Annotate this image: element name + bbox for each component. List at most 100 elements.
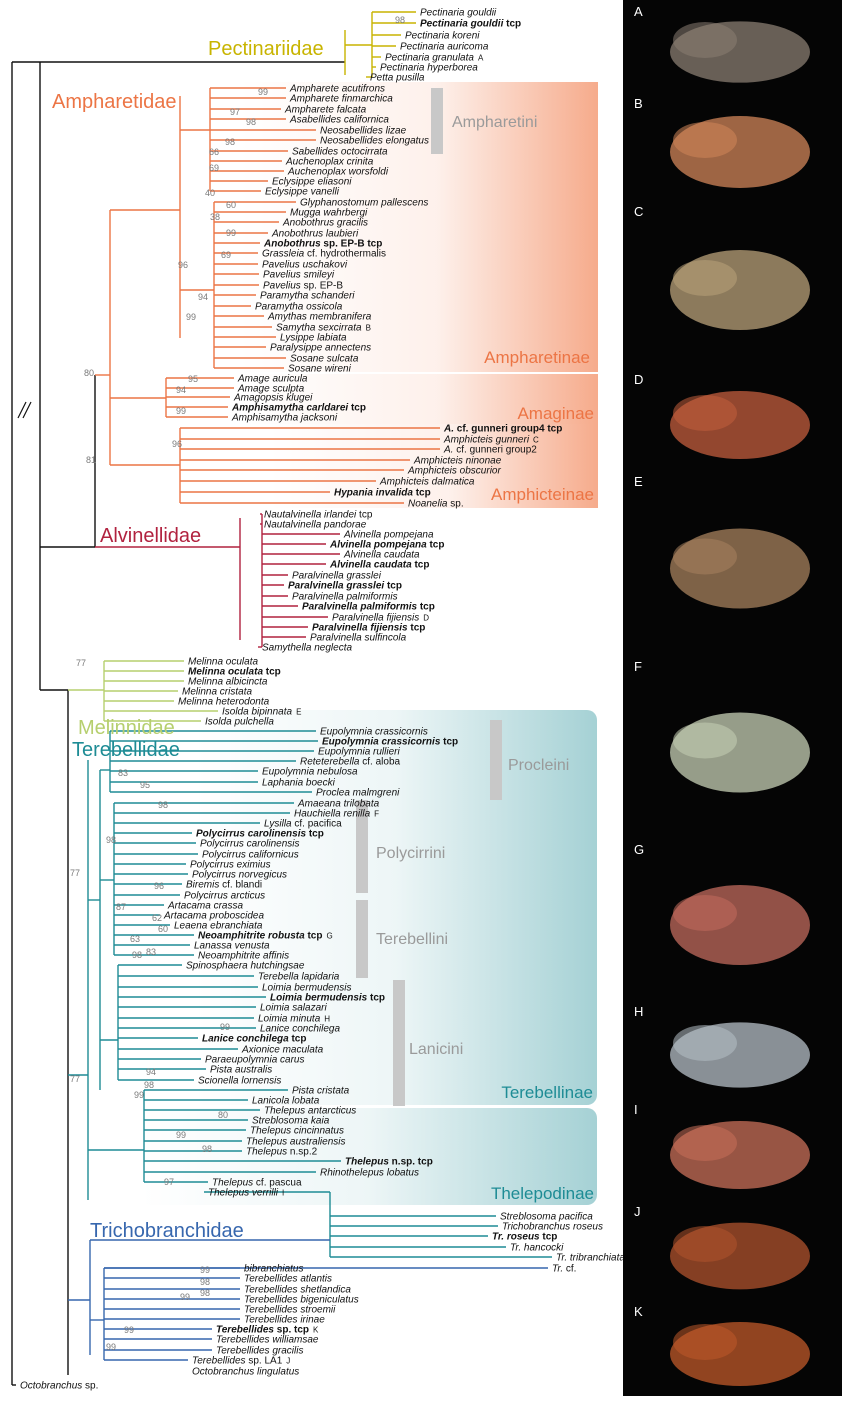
taxon-label: A. cf. gunneri group4 tcp bbox=[443, 424, 562, 435]
support-value: 97 bbox=[230, 107, 240, 117]
taxon-label: Terebellides williamsae bbox=[216, 1335, 319, 1346]
support-value: 60 bbox=[226, 200, 236, 210]
specimen-photo: B bbox=[623, 92, 842, 200]
taxon-label: Tr. cf. bbox=[552, 1264, 576, 1275]
taxon-label: Biremis cf. blandi bbox=[186, 880, 262, 891]
taxon-label: Amphicteis obscurior bbox=[407, 466, 501, 477]
support-value: 69 bbox=[221, 250, 231, 260]
support-value: 66 bbox=[209, 147, 219, 157]
support-value: 98 bbox=[395, 15, 405, 25]
taxon-label: Terebellides atlantis bbox=[244, 1274, 332, 1285]
taxon-label: Hypania invalida tcp bbox=[334, 488, 431, 499]
taxon-label: Scionella lornensis bbox=[198, 1076, 281, 1087]
family-label-melinnidae: Melinnidae bbox=[78, 717, 175, 739]
specimen-photo: D bbox=[623, 368, 842, 470]
photo-label: B bbox=[634, 96, 643, 111]
photo-label: H bbox=[634, 1004, 643, 1019]
subfamily-label: Terebellinae bbox=[501, 1083, 593, 1102]
support-value: 95 bbox=[140, 780, 150, 790]
tribe-label: Terebellini bbox=[376, 931, 448, 948]
support-value: 99 bbox=[176, 1130, 186, 1140]
taxon-label: Pectinaria koreni bbox=[405, 31, 480, 42]
support-value: 83 bbox=[146, 947, 156, 957]
taxon-label: Polycirrus carolinensis bbox=[200, 839, 299, 850]
taxon-label: Terebellides sp. LA1J bbox=[192, 1356, 290, 1367]
taxon-label: Samythella neglecta bbox=[262, 643, 352, 654]
support-value: 77 bbox=[70, 1074, 80, 1084]
specimen-photo: H bbox=[623, 1000, 842, 1098]
taxon-label: Paralvinella palmiformis tcp bbox=[302, 602, 435, 613]
taxon-label: Noanelia sp. bbox=[408, 499, 464, 510]
support-value: 97 bbox=[164, 1177, 174, 1187]
support-value: 95 bbox=[188, 374, 198, 384]
tribe-label: Polycirrini bbox=[376, 845, 445, 862]
tribe-label: Lanicini bbox=[409, 1041, 463, 1058]
taxon-label: Paralvinella grasslei tcp bbox=[288, 581, 402, 592]
photo-label: D bbox=[634, 372, 643, 387]
support-value: 60 bbox=[158, 924, 168, 934]
family-label-pectinariidae: Pectinariidae bbox=[208, 38, 324, 60]
support-value: 98 bbox=[144, 1080, 154, 1090]
taxon-label: Amythas membranifera bbox=[267, 312, 372, 323]
specimen-photo: I bbox=[623, 1098, 842, 1200]
taxon-label: Eclysippe vanelli bbox=[265, 187, 340, 198]
taxon-label: Lanice conchilega tcp bbox=[202, 1034, 306, 1045]
taxon-label: Pectinaria gouldii bbox=[420, 8, 497, 19]
support-value: 99 bbox=[186, 312, 196, 322]
taxon-label: Anobothrus gracilis bbox=[282, 218, 368, 229]
taxon-label: Thelepus n.sp. tcp bbox=[345, 1157, 433, 1168]
subfamily-label: Amaginae bbox=[517, 404, 594, 423]
tribe-label: Ampharetini bbox=[452, 114, 537, 131]
specimen-photo: F bbox=[623, 655, 842, 838]
procleini-bar bbox=[490, 720, 502, 800]
support-value: 99 bbox=[124, 1325, 134, 1335]
subfamily-label: Thelepodinae bbox=[491, 1184, 594, 1203]
family-label-alvinellidae: Alvinellidae bbox=[100, 525, 201, 547]
support-value: 69 bbox=[209, 163, 219, 173]
taxon-label: Thelepus verrilliI bbox=[208, 1188, 284, 1199]
photo-label: E bbox=[634, 474, 643, 489]
photo-label: K bbox=[634, 1304, 643, 1319]
taxon-label: Asabellides californica bbox=[289, 115, 389, 126]
support-value: 77 bbox=[70, 868, 80, 878]
taxon-label: Grassleia cf. hydrothermalis bbox=[262, 249, 386, 260]
support-value: 98 bbox=[225, 137, 235, 147]
tribe-label: Procleini bbox=[508, 757, 569, 774]
family-label-trichobranchidae: Trichobranchidae bbox=[90, 1220, 244, 1242]
taxon-label: Proclea malmgreni bbox=[316, 788, 400, 799]
photo-label: J bbox=[634, 1204, 641, 1219]
taxon-label: Tr. tribranchiata bbox=[556, 1253, 625, 1264]
ampharetini-bar bbox=[431, 88, 443, 154]
photo-label: A bbox=[634, 4, 643, 19]
support-value: 96 bbox=[178, 260, 188, 270]
taxon-label: Pista australis bbox=[210, 1065, 272, 1076]
support-value: 99 bbox=[220, 1022, 230, 1032]
taxon-label: Isolda pulchella bbox=[205, 717, 274, 728]
support-value: 99 bbox=[258, 87, 268, 97]
support-value: 98 bbox=[200, 1277, 210, 1287]
taxon-label: Paralysippe annectens bbox=[270, 343, 371, 354]
support-value: 94 bbox=[146, 1067, 156, 1077]
taxon-label: Loimia salazari bbox=[260, 1003, 327, 1014]
subfamily-label: Ampharetinae bbox=[484, 348, 590, 367]
support-value: 94 bbox=[176, 385, 186, 395]
taxon-label: Spinosphaera hutchingsae bbox=[186, 961, 305, 972]
support-value: 99 bbox=[134, 1090, 144, 1100]
support-value: 80 bbox=[84, 368, 94, 378]
support-value: 99 bbox=[200, 1265, 210, 1275]
taxon-label: Octobranchus lingulatus bbox=[192, 1367, 299, 1378]
taxon-label: Terebella lapidaria bbox=[258, 972, 340, 983]
support-value: 98 bbox=[132, 950, 142, 960]
specimen-photo: K bbox=[623, 1300, 842, 1396]
support-value: 38 bbox=[210, 212, 220, 222]
taxon-label: Thelepus cincinnatus bbox=[250, 1126, 344, 1137]
specimen-photo: J bbox=[623, 1200, 842, 1300]
specimen-photo: E bbox=[623, 470, 842, 655]
support-value: 99 bbox=[106, 1342, 116, 1352]
taxon-label: Alvinella caudata tcp bbox=[329, 560, 429, 571]
taxon-label: A. cf. gunneri group2 bbox=[443, 445, 537, 456]
family-label-terebellidae: Terebellidae bbox=[72, 739, 180, 761]
taxon-label: Pectinaria auricoma bbox=[400, 42, 489, 53]
taxon-label: Paramytha schanderi bbox=[260, 291, 355, 302]
taxon-label: Amphicteis dalmatica bbox=[379, 477, 475, 488]
